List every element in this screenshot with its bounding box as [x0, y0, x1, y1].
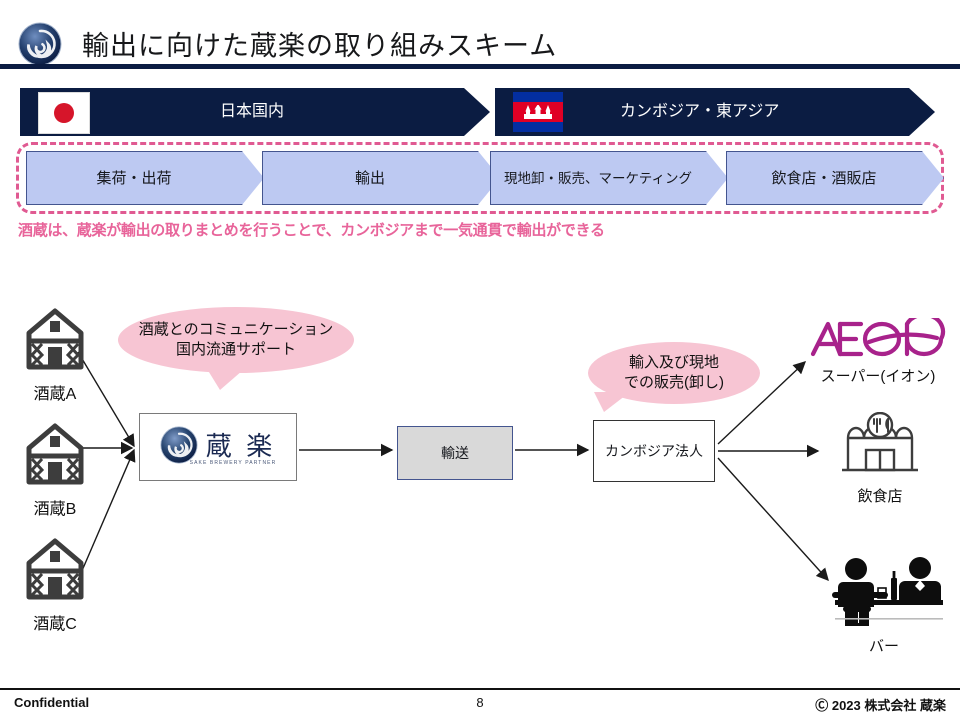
- brewery-node-2-label: 酒蔵C: [33, 616, 77, 633]
- process-step-0-label: 集荷・出荷: [96, 170, 172, 187]
- speech-bubble-0: 酒蔵とのコミュニケーション 国内流通サポート: [118, 307, 354, 373]
- company-subtitle: SAKE BREWERY PARTNER: [189, 460, 277, 466]
- slide-footer: Confidential 8 Ⓒ 2023 株式会社 蔵楽: [0, 695, 960, 720]
- speech-bubble-0-line2: 国内流通サポート: [175, 341, 296, 358]
- brewery-house-icon: [24, 538, 86, 607]
- cambodia-entity-box: カンボジア法人: [593, 420, 715, 482]
- bar-counter-icon: [823, 557, 945, 632]
- process-step-1: 輸出: [262, 151, 500, 205]
- banner-cambodia-label: カンボジア・東アジア: [620, 103, 780, 120]
- process-step-0: 集荷・出荷: [26, 151, 264, 205]
- cambodia-flag-icon: [513, 92, 563, 132]
- spiral-logo-icon: [18, 22, 62, 66]
- company-logo-box: 蔵 楽 SAKE BREWERY PARTNER: [139, 413, 297, 481]
- transport-box-label: 輸送: [441, 445, 469, 461]
- speech-bubble-1-tail: [594, 392, 630, 412]
- footer-copyright: Ⓒ 2023 株式会社 蔵楽: [815, 698, 946, 713]
- brewery-house-icon: [24, 308, 86, 377]
- speech-bubble-0-tail: [204, 364, 250, 390]
- scheme-diagram: 酒蔵A 酒蔵B: [0, 280, 960, 680]
- spiral-logo-icon: [160, 425, 198, 469]
- brewery-node-0: 酒蔵A: [18, 305, 92, 404]
- process-step-3: 飲食店・酒販店: [726, 151, 944, 205]
- destination-supermarket: スーパー(イオン): [806, 312, 950, 386]
- process-step-1-label: 輸出: [354, 170, 385, 187]
- banner-cambodia: カンボジア・東アジア: [495, 88, 935, 136]
- destination-supermarket-label: スーパー(イオン): [820, 368, 936, 385]
- japan-flag-icon: [38, 92, 90, 134]
- process-step-3-label: 飲食店・酒販店: [771, 170, 877, 187]
- speech-bubble-1: 輸入及び現地 での販売(卸し): [588, 342, 760, 404]
- slide-header: 輸出に向けた蔵楽の取り組みスキーム: [0, 8, 960, 66]
- banner-japan: 日本国内: [20, 88, 490, 136]
- destination-bar-label: バー: [868, 638, 899, 655]
- speech-bubble-1-line1: 輸入及び現地: [628, 353, 719, 371]
- process-step-2-label: 現地卸・販売、マーケティング: [504, 171, 692, 186]
- brewery-node-1: 酒蔵B: [18, 420, 92, 519]
- title-divider: [0, 64, 960, 69]
- speech-bubble-1-line2: での販売(卸し): [624, 374, 724, 391]
- restaurant-storefront-icon: [838, 411, 922, 482]
- connector-lines: [77, 351, 829, 582]
- destination-bar: バー: [818, 548, 950, 656]
- destination-restaurant: 飲食店: [824, 411, 936, 506]
- speech-bubble-0-line1: 酒蔵とのコミュニケーション: [138, 320, 334, 338]
- process-caption: 酒蔵は、蔵楽が輸出の取りまとめを行うことで、カンボジアまで一気通貫で輸出ができる: [18, 222, 605, 239]
- brewery-node-0-label: 酒蔵A: [33, 386, 77, 403]
- footer-divider: [0, 688, 960, 690]
- transport-box: 輸送: [397, 426, 513, 480]
- process-step-2: 現地卸・販売、マーケティング: [490, 151, 728, 205]
- cambodia-entity-label: カンボジア法人: [605, 443, 703, 459]
- footer-page-number: 8: [476, 695, 484, 710]
- company-name: 蔵 楽: [205, 432, 277, 461]
- brewery-node-2: 酒蔵C: [18, 535, 92, 634]
- brewery-house-icon: [24, 423, 86, 492]
- banner-japan-label: 日本国内: [220, 103, 285, 120]
- footer-confidential: Confidential: [14, 695, 90, 710]
- page-title: 輸出に向けた蔵楽の取り組みスキーム: [82, 31, 558, 61]
- aeon-logo-icon: [809, 312, 947, 362]
- brewery-node-1-label: 酒蔵B: [33, 501, 77, 518]
- destination-restaurant-label: 飲食店: [857, 488, 903, 505]
